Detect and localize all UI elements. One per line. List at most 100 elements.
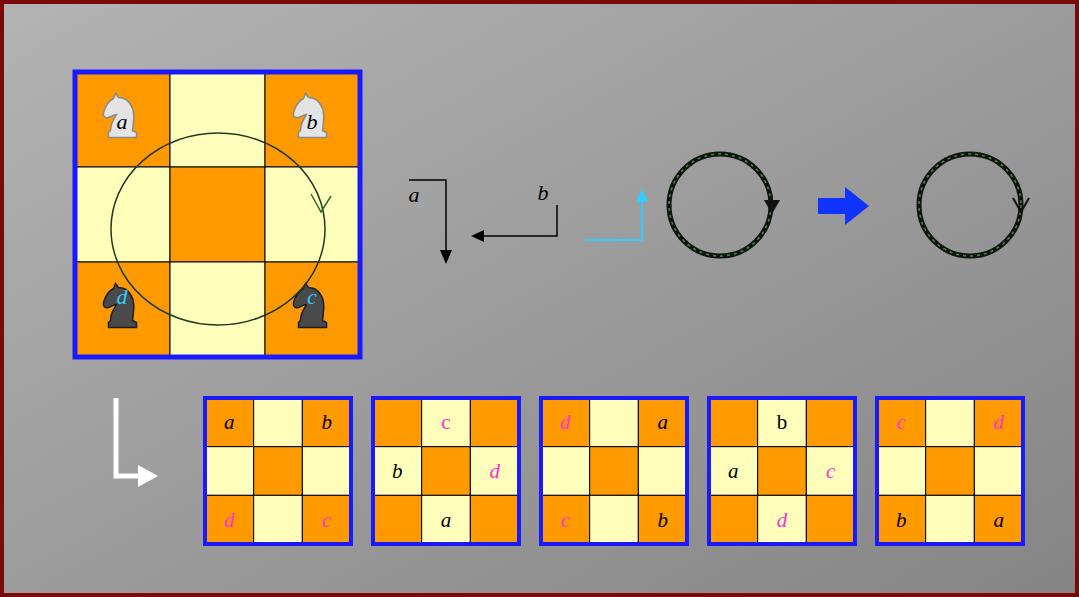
board-border bbox=[205, 398, 351, 544]
board-square bbox=[926, 495, 975, 544]
piece-letter: b bbox=[307, 111, 318, 133]
piece-letter: b bbox=[777, 412, 788, 433]
piece-letter: c bbox=[826, 461, 835, 482]
piece-letter: a bbox=[657, 412, 668, 433]
board-square bbox=[877, 398, 926, 447]
piece-letter: d bbox=[117, 286, 128, 308]
board-square bbox=[638, 447, 687, 496]
cycle-arrowhead bbox=[1013, 198, 1029, 212]
chess-board bbox=[877, 398, 1023, 544]
white-knight bbox=[293, 94, 326, 138]
move-arrow bbox=[409, 180, 446, 252]
result-arrow bbox=[818, 187, 869, 225]
board-square bbox=[974, 398, 1023, 447]
piece-letter: d bbox=[560, 412, 571, 433]
board-square bbox=[806, 398, 855, 447]
board-square bbox=[877, 447, 926, 496]
move-arrow bbox=[482, 205, 557, 236]
board-square bbox=[806, 495, 855, 544]
board-square bbox=[265, 72, 360, 167]
board-square bbox=[254, 398, 303, 447]
black-knight bbox=[293, 284, 326, 328]
piece-letter: d bbox=[777, 509, 788, 530]
board-square bbox=[470, 398, 519, 447]
board-square bbox=[806, 447, 855, 496]
board-square bbox=[709, 447, 758, 496]
board-square bbox=[422, 447, 471, 496]
board-square bbox=[302, 447, 351, 496]
board-border bbox=[541, 398, 687, 544]
knight-move-arrow bbox=[585, 200, 642, 240]
piece-letter: d bbox=[993, 412, 1004, 433]
board-square bbox=[373, 398, 422, 447]
piece-letter: c bbox=[307, 286, 317, 308]
piece-letter: b bbox=[538, 182, 549, 204]
board-square bbox=[170, 262, 265, 357]
cycle-circle-dash bbox=[669, 154, 771, 256]
board-square bbox=[422, 495, 471, 544]
board-square bbox=[170, 167, 265, 262]
board-square bbox=[758, 495, 807, 544]
piece-letter: a bbox=[224, 412, 235, 433]
piece-letter: a bbox=[117, 111, 128, 133]
board-border bbox=[709, 398, 855, 544]
piece-letter: d bbox=[224, 509, 235, 530]
board-square bbox=[75, 167, 170, 262]
piece-letter: a bbox=[409, 184, 420, 206]
board-square bbox=[590, 447, 639, 496]
piece-letter: b bbox=[657, 509, 668, 530]
board-square bbox=[758, 398, 807, 447]
arrowhead bbox=[471, 230, 484, 242]
white-knight bbox=[103, 94, 136, 138]
board-square bbox=[205, 398, 254, 447]
piece-letter: c bbox=[561, 509, 570, 530]
board-square bbox=[170, 72, 265, 167]
board-square bbox=[877, 495, 926, 544]
chess-board bbox=[75, 72, 360, 357]
sequence-arrow bbox=[116, 398, 140, 476]
piece-letter: b bbox=[392, 461, 403, 482]
piece-letter: b bbox=[896, 509, 907, 530]
board-square bbox=[373, 495, 422, 544]
cycle-circle bbox=[919, 154, 1021, 256]
chess-board bbox=[709, 398, 855, 544]
arrowhead bbox=[636, 189, 648, 202]
board-square bbox=[541, 447, 590, 496]
board-square bbox=[75, 72, 170, 167]
chess-board bbox=[541, 398, 687, 544]
cycle-circle-dash bbox=[919, 154, 1021, 256]
black-knight bbox=[103, 284, 136, 328]
arrowhead bbox=[440, 250, 452, 264]
board-square bbox=[541, 398, 590, 447]
piece-letter: b bbox=[321, 412, 332, 433]
board-square bbox=[709, 398, 758, 447]
piece-letter: c bbox=[322, 509, 331, 530]
boards bbox=[75, 72, 1023, 544]
board-square bbox=[926, 447, 975, 496]
board-border bbox=[75, 72, 360, 357]
board-square bbox=[709, 495, 758, 544]
chess-board bbox=[373, 398, 519, 544]
board-square bbox=[205, 495, 254, 544]
board-square bbox=[638, 495, 687, 544]
board-square bbox=[590, 495, 639, 544]
board-border bbox=[373, 398, 519, 544]
board-square bbox=[974, 495, 1023, 544]
board-border bbox=[877, 398, 1023, 544]
piece-letter: d bbox=[489, 461, 500, 482]
board-square bbox=[75, 262, 170, 357]
board-square bbox=[265, 167, 360, 262]
board-square bbox=[302, 495, 351, 544]
board-square bbox=[470, 495, 519, 544]
piece-letter: a bbox=[728, 461, 739, 482]
piece-letter: c bbox=[897, 412, 906, 433]
piece-letter: a bbox=[441, 509, 452, 530]
board-square bbox=[470, 447, 519, 496]
board-square bbox=[926, 398, 975, 447]
cycle-circle bbox=[669, 154, 771, 256]
board-square bbox=[758, 447, 807, 496]
